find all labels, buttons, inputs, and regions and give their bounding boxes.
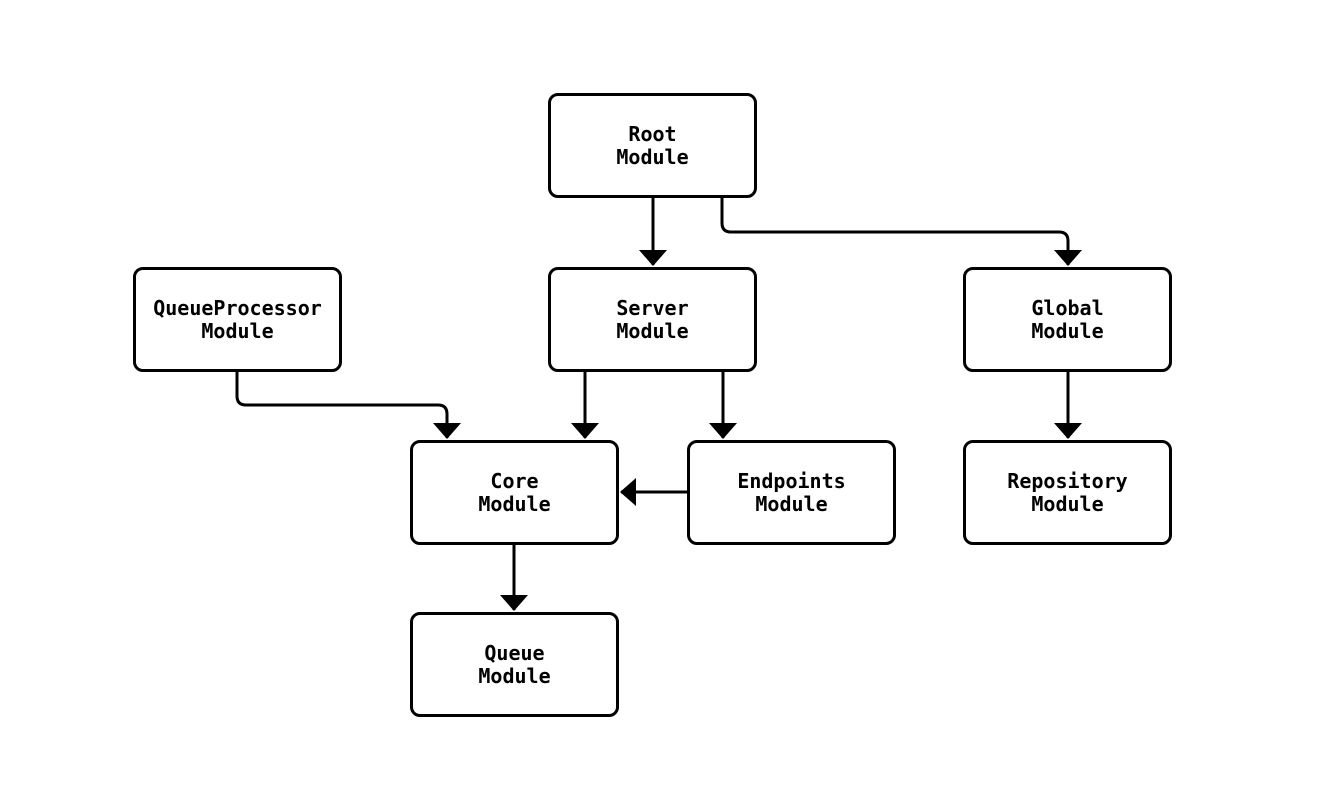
node-label-line: Queue: [484, 640, 545, 665]
node-label-line: Module: [478, 663, 551, 688]
node-label-line: Root: [628, 121, 677, 146]
node-label-line: Global: [1031, 295, 1104, 320]
node-label-line: Module: [1031, 318, 1104, 343]
node-label-line: Module: [1031, 491, 1104, 516]
node-label-line: Endpoints: [737, 468, 846, 493]
edge-root-to-global: [720, 198, 1082, 266]
node-label-line: QueueProcessor: [153, 295, 322, 320]
node-label-line: Module: [616, 318, 689, 343]
node-label-line: Repository: [1007, 468, 1128, 493]
node-label-line: Module: [201, 318, 274, 343]
node-label-line: Server: [616, 295, 689, 320]
node-label-line: Module: [478, 491, 551, 516]
node-label-line: Module: [616, 144, 689, 169]
node-label-line: Module: [755, 491, 828, 516]
edge-queueprocessor-to-core: [235, 372, 461, 439]
node-label-line: Core: [490, 468, 539, 493]
